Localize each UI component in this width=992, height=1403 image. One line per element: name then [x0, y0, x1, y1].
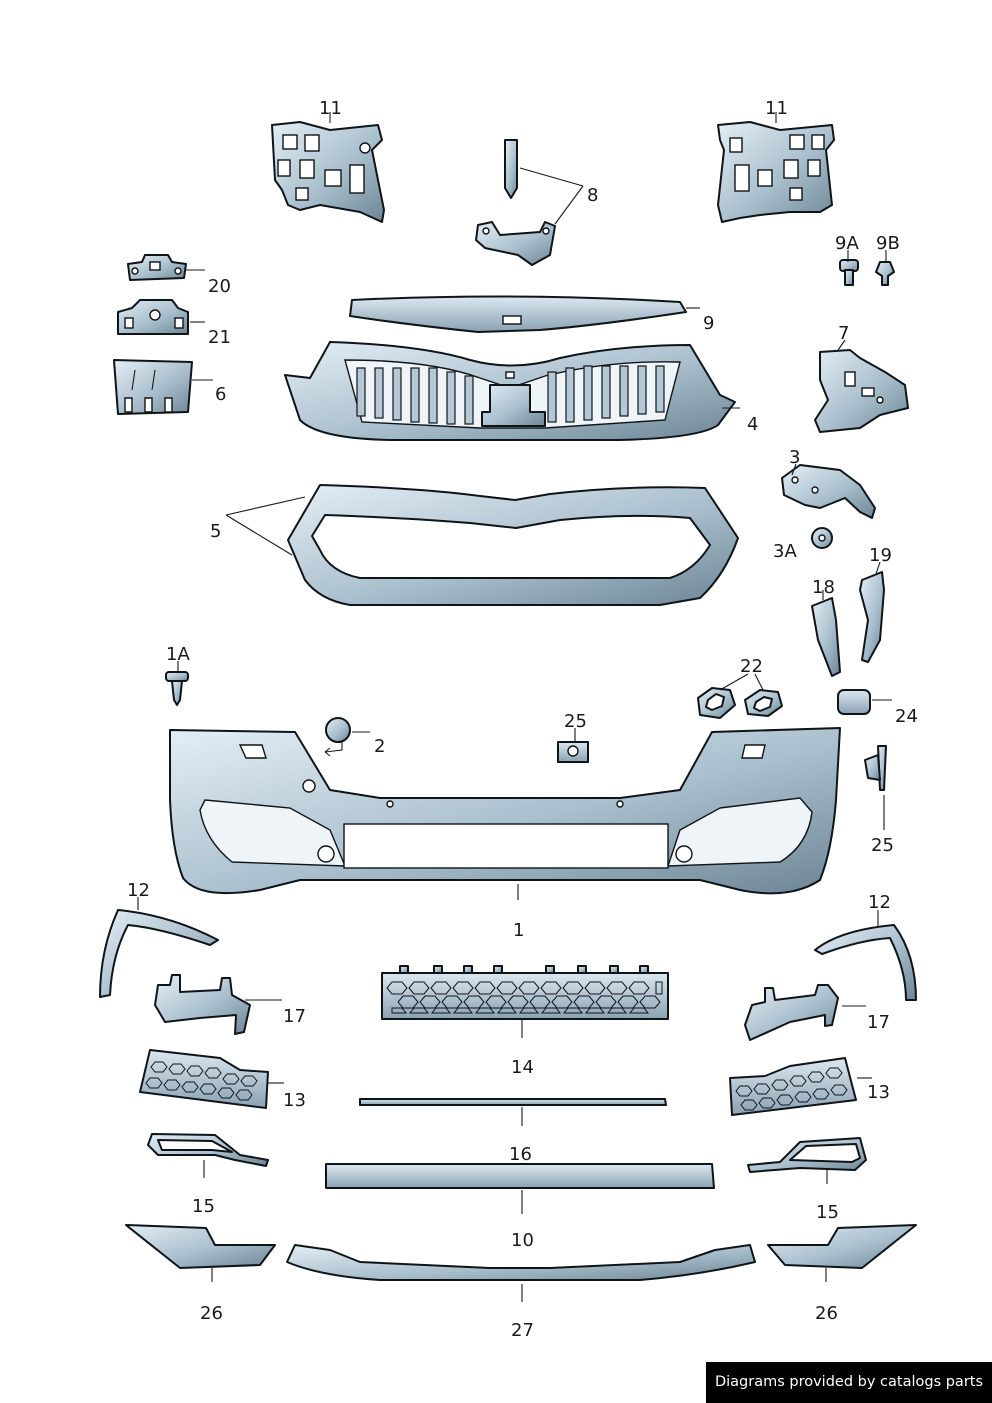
label-17-left: 17	[283, 1006, 306, 1027]
part-7-bracket	[814, 349, 909, 433]
part-15-right-trim	[747, 1137, 867, 1173]
footer-credit-text: Diagrams provided by catalogs parts	[714, 1374, 984, 1390]
part-25-emblem-mount	[557, 741, 589, 763]
part-25-sensor-holder	[864, 745, 887, 791]
label-4: 4	[747, 414, 758, 435]
part-18-strip	[811, 597, 841, 677]
label-14: 14	[511, 1057, 534, 1078]
label-20: 20	[208, 276, 231, 297]
label-22: 22	[740, 656, 763, 677]
part-17-left-bracket	[154, 974, 251, 1035]
label-17-right: 17	[867, 1012, 890, 1033]
label-10: 10	[511, 1230, 534, 1251]
label-24: 24	[895, 706, 918, 727]
part-9-grille-trim	[349, 295, 687, 333]
footer-credit-banner: Diagrams provided by catalogs parts	[706, 1362, 992, 1403]
label-13-right: 13	[867, 1082, 890, 1103]
part-2-cover-cap	[324, 717, 351, 757]
label-25-right: 25	[871, 835, 894, 856]
part-13-left-grille	[139, 1049, 269, 1109]
label-21: 21	[208, 327, 231, 348]
label-13-left: 13	[283, 1090, 306, 1111]
callout-labels: 11 11 8 9A 9B 20 21 9 6 7 4 3 5 3A 19 18…	[127, 98, 918, 1341]
part-20-bracket	[127, 254, 187, 281]
label-9: 9	[703, 313, 714, 334]
part-16-trim-strip	[359, 1098, 667, 1106]
label-6: 6	[215, 384, 226, 405]
label-9b: 9B	[876, 233, 900, 254]
label-8: 8	[587, 185, 598, 206]
label-12-left: 12	[127, 880, 150, 901]
part-11-left-bracket	[271, 121, 385, 223]
part-26-left-corner	[125, 1224, 276, 1269]
label-11-right: 11	[765, 98, 788, 119]
label-2: 2	[374, 736, 385, 757]
label-12-right: 12	[868, 892, 891, 913]
label-3a: 3A	[773, 541, 797, 562]
label-7: 7	[838, 323, 849, 344]
part-6-bracket	[113, 359, 193, 415]
label-11-left: 11	[319, 98, 342, 119]
part-14-lower-grille	[381, 965, 669, 1020]
part-12-left-trim	[99, 909, 219, 998]
part-21-bracket	[117, 299, 189, 335]
label-26-left: 26	[200, 1303, 223, 1324]
part-8-pin-and-bracket	[475, 139, 556, 266]
label-1a: 1A	[166, 644, 190, 665]
part-24-cover	[837, 689, 871, 715]
label-1: 1	[513, 920, 524, 941]
part-1a-screw	[165, 671, 189, 706]
part-15-left-trim	[147, 1133, 269, 1167]
label-27: 27	[511, 1320, 534, 1341]
part-9b-clip	[875, 261, 895, 286]
part-26-right-corner	[767, 1224, 917, 1269]
part-10-spoiler	[325, 1163, 715, 1189]
part-11-right-bracket	[717, 121, 835, 223]
label-19: 19	[869, 545, 892, 566]
part-3a-nut	[811, 527, 833, 549]
part-19-strip	[859, 571, 885, 663]
part-9a-screw	[839, 259, 859, 286]
label-9a: 9A	[835, 233, 859, 254]
label-16: 16	[509, 1144, 532, 1165]
part-22-washers	[697, 687, 783, 719]
label-15-left: 15	[192, 1196, 215, 1217]
part-1-bumper-cover	[169, 727, 841, 895]
part-13-right-grille	[729, 1057, 857, 1116]
label-5: 5	[210, 521, 221, 542]
part-17-right-bracket	[744, 984, 839, 1041]
part-4-radiator-grille	[284, 341, 736, 441]
label-15-right: 15	[816, 1202, 839, 1223]
part-12-right-trim	[814, 924, 917, 1001]
part-3-bracket	[781, 464, 876, 519]
part-5-grille-frame	[287, 484, 739, 606]
label-25-top: 25	[564, 711, 587, 732]
part-27-lower-lip	[286, 1244, 756, 1281]
label-26-right: 26	[815, 1303, 838, 1324]
label-18: 18	[812, 577, 835, 598]
leader-lines	[137, 112, 892, 1302]
label-3: 3	[789, 447, 800, 468]
